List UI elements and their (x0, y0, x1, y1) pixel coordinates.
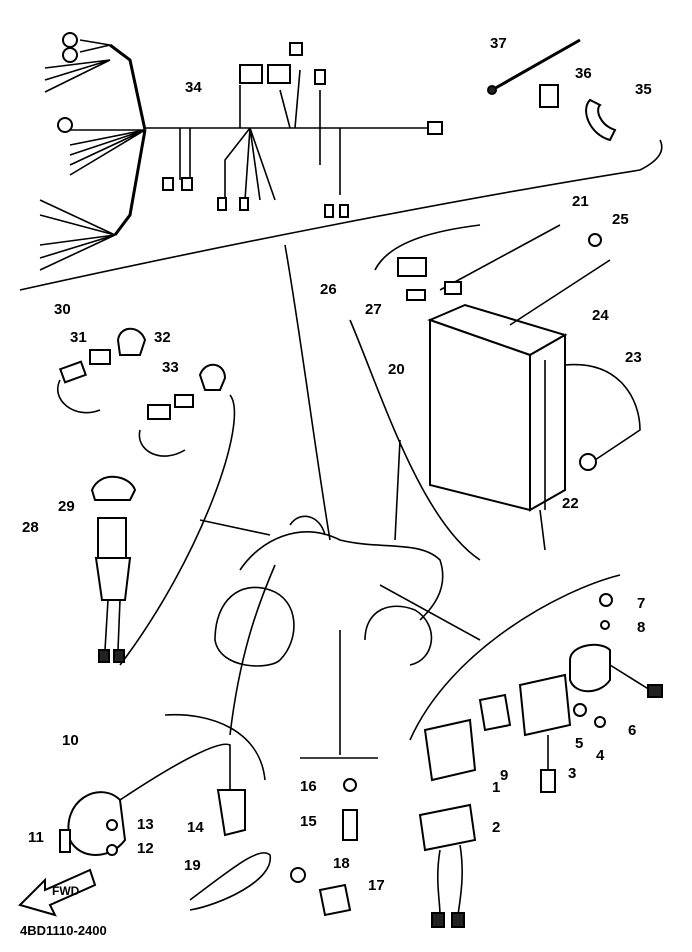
clamps (487, 38, 617, 142)
callout-10: 10 (62, 732, 79, 749)
callout-21: 21 (572, 193, 589, 210)
callout-5: 5 (575, 735, 583, 752)
callouts: 1 2 3 4 5 6 7 8 9 10 11 12 13 14 15 16 1… (22, 35, 652, 894)
switch-and-caps (57, 327, 227, 663)
callout-24: 24 (592, 307, 609, 324)
callout-7: 7 (637, 595, 645, 612)
callout-18: 18 (333, 855, 350, 872)
callout-12: 12 (137, 840, 154, 857)
drawing-code: 4BD1110-2400 (20, 923, 107, 938)
battery-assembly (374, 224, 641, 551)
callout-25: 25 (612, 211, 629, 228)
callout-1: 1 (492, 779, 500, 796)
callout-17: 17 (368, 877, 385, 894)
callout-23: 23 (625, 349, 642, 366)
wire-harness (39, 32, 443, 271)
callout-19: 19 (184, 857, 201, 874)
callout-14: 14 (187, 819, 204, 836)
callout-34: 34 (185, 79, 202, 96)
callout-9: 9 (500, 767, 508, 784)
vehicle-outline (214, 515, 444, 667)
callout-26: 26 (320, 281, 337, 298)
lower-parts (59, 593, 663, 928)
callout-8: 8 (637, 619, 645, 636)
callout-6: 6 (628, 722, 636, 739)
callout-11: 11 (28, 829, 44, 846)
callout-31: 31 (70, 329, 87, 346)
callout-15: 15 (300, 813, 317, 830)
callout-2: 2 (492, 819, 500, 836)
callout-27: 27 (365, 301, 382, 318)
callout-29: 29 (58, 498, 75, 515)
callout-16: 16 (300, 778, 317, 795)
callout-33: 33 (162, 359, 179, 376)
callout-4: 4 (596, 747, 605, 764)
leader-arrows (199, 244, 481, 755)
forward-arrow-label: FWD (52, 884, 80, 898)
callout-36: 36 (575, 65, 592, 82)
callout-22: 22 (562, 495, 579, 512)
section-dividers (19, 139, 663, 781)
callout-28: 28 (22, 519, 39, 536)
callout-32: 32 (154, 329, 171, 346)
callout-20: 20 (388, 361, 405, 378)
forward-arrow: FWD (18, 868, 97, 917)
callout-3: 3 (568, 765, 576, 782)
callout-13: 13 (137, 816, 154, 833)
callout-37: 37 (490, 35, 507, 52)
callout-30: 30 (54, 301, 71, 318)
callout-35: 35 (635, 81, 652, 98)
